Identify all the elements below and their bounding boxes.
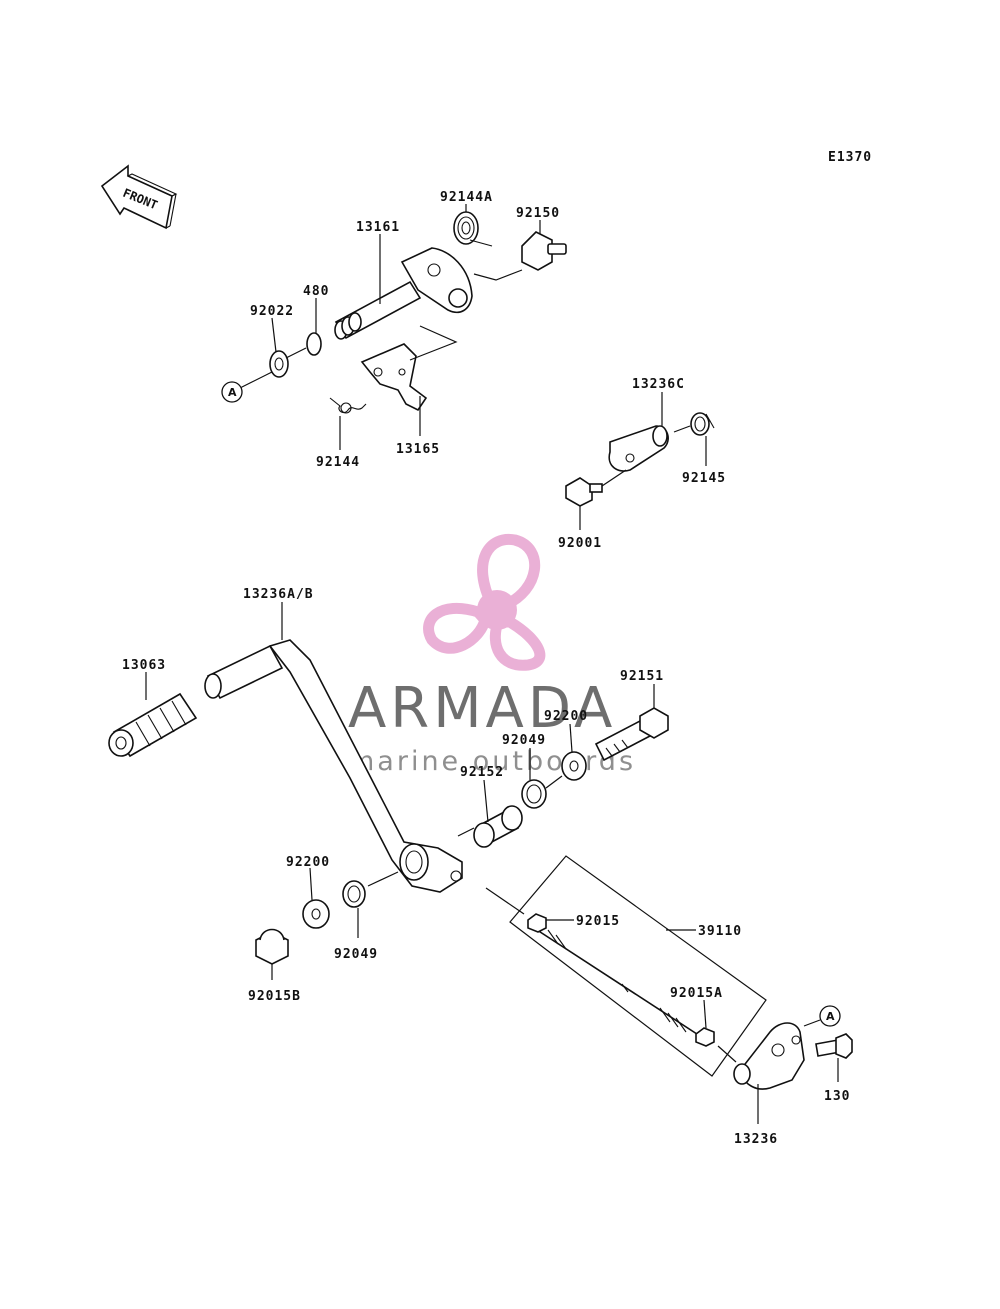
label-92144A: 92144A <box>440 190 493 205</box>
part-92144-spring <box>329 397 367 414</box>
svg-text:A: A <box>826 1010 835 1023</box>
label-480: 480 <box>303 284 329 299</box>
label-92015: 92015 <box>576 914 620 929</box>
ref-marker-a-upper: A <box>221 381 243 403</box>
part-92001-bolt <box>565 477 603 507</box>
label-13063: 13063 <box>122 658 166 673</box>
armada-logo-icon <box>423 533 546 671</box>
svg-text:A: A <box>228 386 237 399</box>
part-92152-collar <box>473 805 523 848</box>
part-92145-spring <box>690 412 715 436</box>
label-13236: 13236 <box>734 1132 778 1147</box>
label-92015B: 92015B <box>248 989 301 1004</box>
part-130-bolt <box>815 1033 853 1059</box>
front-arrow-icon: FRONT <box>100 164 178 230</box>
label-39110: 39110 <box>698 924 742 939</box>
diagram-code: E1370 <box>828 150 872 165</box>
part-92200-washer-left <box>302 899 330 929</box>
label-92200-right: 92200 <box>544 709 588 724</box>
part-480-circlip <box>306 332 322 356</box>
part-92049-seal-right <box>521 779 547 809</box>
part-39110-tie-rod <box>533 927 701 1037</box>
label-13165: 13165 <box>396 442 440 457</box>
part-92151-bolt <box>594 707 669 762</box>
part-13063-rubber <box>108 692 198 758</box>
label-92049-right: 92049 <box>502 733 546 748</box>
part-92200-washer-right <box>561 751 587 781</box>
label-92150: 92150 <box>516 206 560 221</box>
label-130: 130 <box>824 1089 850 1104</box>
part-13236C-arm <box>608 425 669 472</box>
label-92015A: 92015A <box>670 986 723 1001</box>
part-13165-plate <box>360 343 428 412</box>
part-92022-washer <box>269 350 289 378</box>
part-92144A-spring <box>453 211 493 247</box>
label-92145: 92145 <box>682 471 726 486</box>
part-92015B-nut <box>255 928 289 965</box>
part-92049-seal-left <box>342 880 366 908</box>
label-92151: 92151 <box>620 669 664 684</box>
label-92144: 92144 <box>316 455 360 470</box>
label-13236C: 13236C <box>632 377 685 392</box>
part-92015A-nut <box>695 1027 715 1047</box>
label-92049-left: 92049 <box>334 947 378 962</box>
watermark-brand: ARMADA <box>348 676 616 741</box>
label-13236AB: 13236A/B <box>243 587 314 602</box>
label-92152: 92152 <box>460 765 504 780</box>
part-13161-shaft <box>334 247 473 340</box>
part-92150-bolt <box>521 231 567 271</box>
part-13236-arm <box>733 1022 805 1090</box>
ref-marker-a-lower: A <box>819 1005 841 1027</box>
label-92001: 92001 <box>558 536 602 551</box>
part-92015-nut <box>527 913 547 933</box>
label-92200-left: 92200 <box>286 855 330 870</box>
part-13236AB-pedal <box>204 639 463 893</box>
label-92022: 92022 <box>250 304 294 319</box>
label-13161: 13161 <box>356 220 400 235</box>
